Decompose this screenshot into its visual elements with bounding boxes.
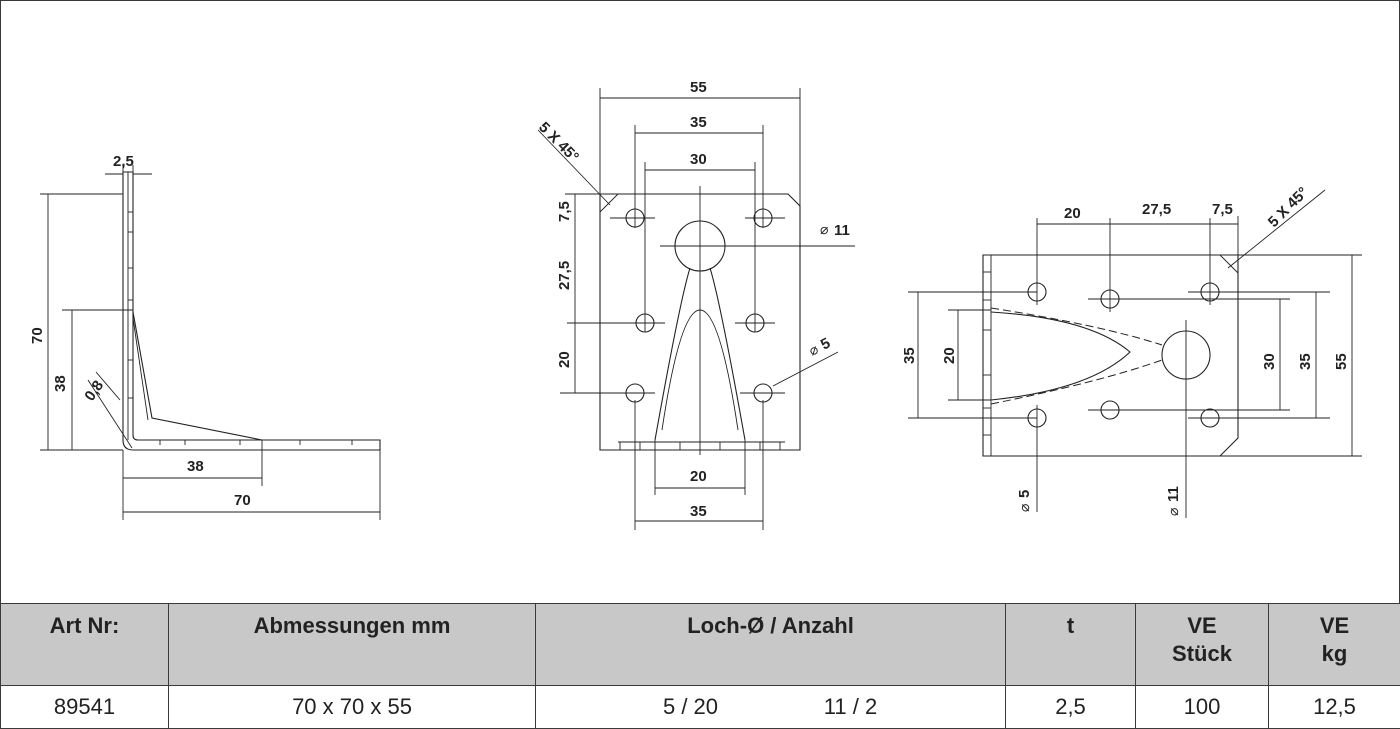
- front-dim-bottom-outer: 35: [690, 503, 707, 520]
- front-dim-holes-outer: 35: [690, 114, 707, 131]
- front-dim-bottom-inner: 20: [690, 468, 707, 485]
- side-dim-bottom-inner: 38: [187, 458, 204, 475]
- side-rib: [133, 312, 262, 440]
- top-dim-right-30: 30: [1261, 353, 1278, 370]
- front-hole-large-symbol: ⌀: [820, 221, 828, 237]
- front-dim-lower: 20: [556, 351, 573, 368]
- top-chamfer: 5 X 45°: [1265, 184, 1312, 231]
- side-view: 2,5 70 38 0,8 38 70: [29, 153, 380, 520]
- side-dim-height: 70: [29, 327, 46, 344]
- top-hole-small-symbol: ⌀: [1016, 504, 1032, 512]
- side-profile: [123, 172, 380, 450]
- header-holes: Loch-Ø / Anzahl: [536, 604, 1006, 686]
- front-hole-small-label: 5: [818, 335, 833, 354]
- top-dim-left-outer: 35: [901, 347, 918, 364]
- front-dim-width: 55: [690, 79, 707, 96]
- side-dim-inner: 38: [52, 375, 69, 392]
- cell-dimensions: 70 x 70 x 55: [169, 686, 536, 729]
- table-header-row: Art Nr: Abmessungen mm Loch-Ø / Anzahl t…: [1, 604, 1400, 686]
- top-dim-a: 20: [1064, 205, 1081, 222]
- cell-art-nr: 89541: [1, 686, 169, 729]
- top-dim-left-inner: 20: [941, 347, 958, 364]
- header-dimensions: Abmessungen mm: [169, 604, 536, 686]
- front-dim-top-offset: 7,5: [556, 201, 573, 222]
- cell-ve-kg: 12,5: [1269, 686, 1400, 729]
- cell-ve-pieces: 100: [1136, 686, 1269, 729]
- header-thickness: t: [1006, 604, 1136, 686]
- top-outline: [983, 255, 1238, 456]
- front-view: 55 35 30 5 X 45° 7,5 27,5 20 ⌀ 11 ⌀ 5 20…: [535, 79, 855, 530]
- front-chamfer: 5 X 45°: [535, 119, 582, 166]
- front-hole-small-symbol: ⌀: [806, 341, 821, 359]
- top-dim-right-55: 55: [1333, 353, 1350, 370]
- cell-thickness: 2,5: [1006, 686, 1136, 729]
- top-view: 20 27,5 7,5 5 X 45° 35 20 30 35 55 ⌀ 5 ⌀…: [901, 184, 1362, 518]
- header-art-nr: Art Nr:: [1, 604, 169, 686]
- front-dim-mid: 27,5: [556, 261, 573, 290]
- side-dim-thickness: 0,8: [81, 377, 107, 404]
- front-hole-large-label: 11: [834, 222, 850, 239]
- side-rib-inner: [133, 318, 148, 420]
- top-dim-right-35: 35: [1297, 353, 1314, 370]
- top-dim-b: 27,5: [1142, 201, 1171, 218]
- side-dim-bottom: 70: [234, 492, 251, 509]
- top-hole-small-label: 5: [1016, 490, 1033, 498]
- top-hole-large-symbol: ⌀: [1165, 508, 1181, 516]
- front-dim-holes-inner: 30: [690, 151, 707, 168]
- top-hole-large-label: 11: [1165, 486, 1182, 502]
- technical-drawing: 2,5 70 38 0,8 38 70: [0, 0, 1400, 603]
- top-dim-c: 7,5: [1212, 201, 1233, 218]
- spec-table: Art Nr: Abmessungen mm Loch-Ø / Anzahl t…: [0, 603, 1400, 729]
- side-dim-top: 2,5: [113, 153, 134, 170]
